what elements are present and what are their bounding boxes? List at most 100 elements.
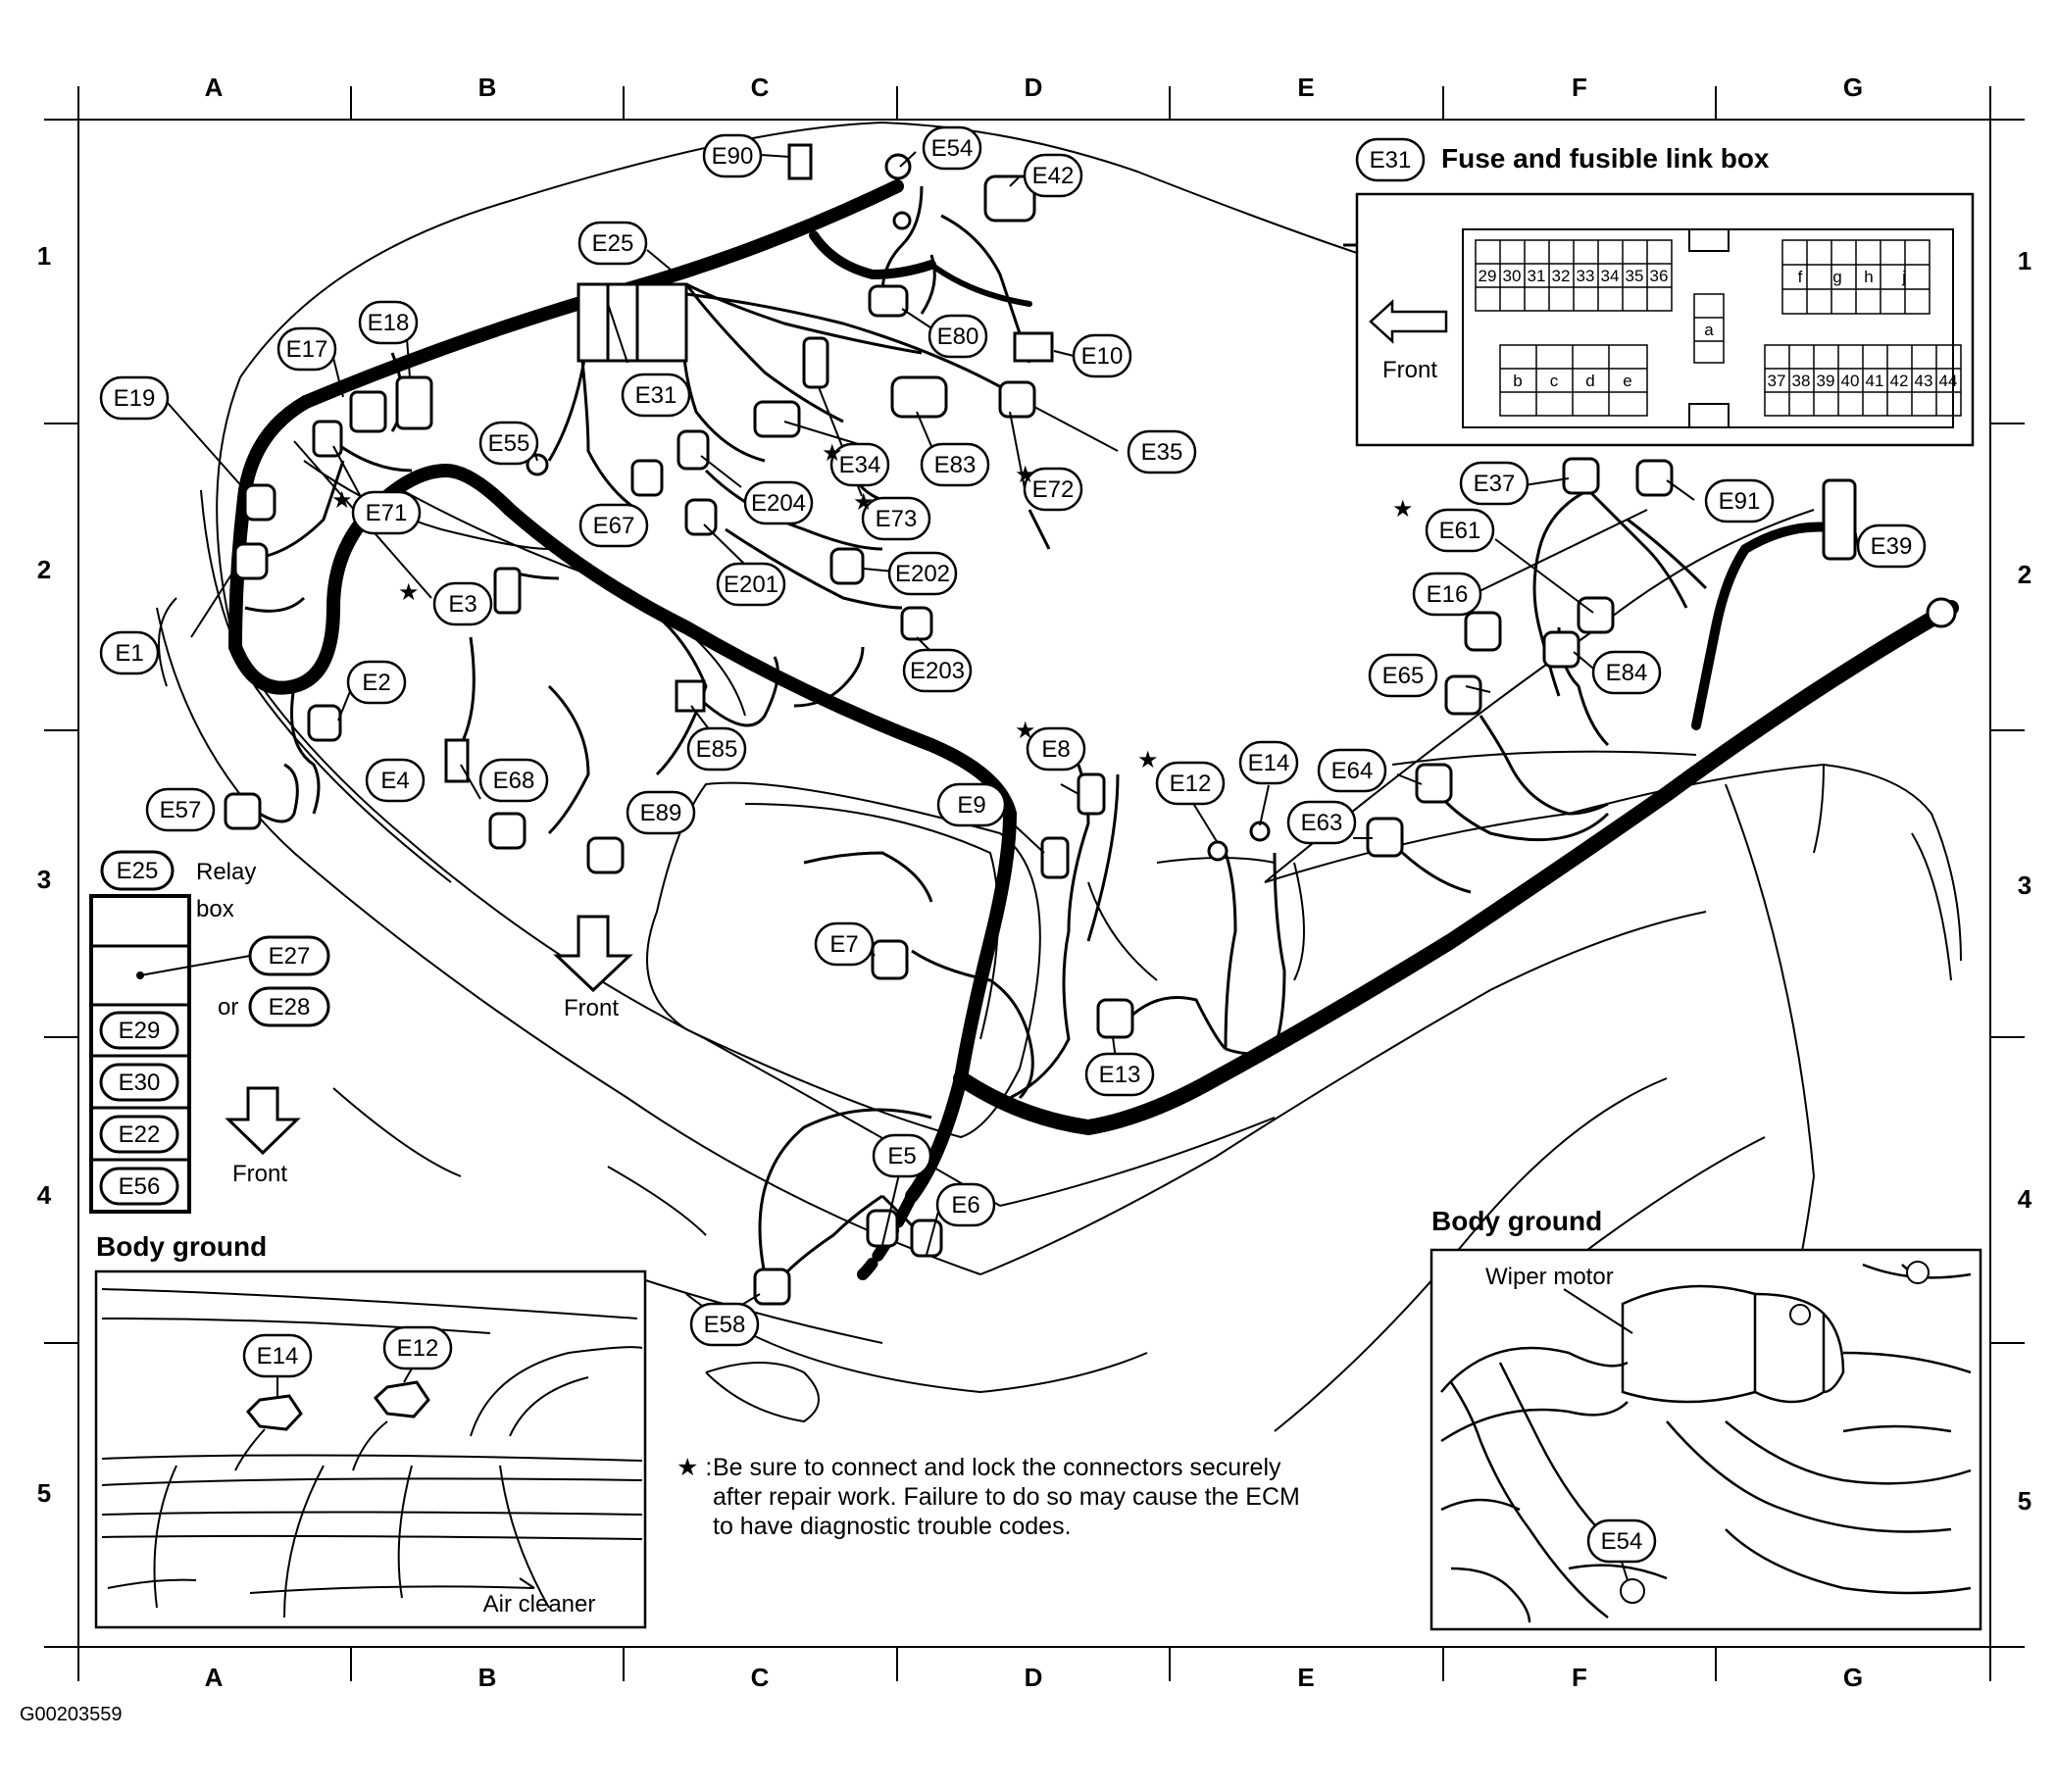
connector-e201-body [684,498,718,536]
relay-box-frame [89,894,191,1214]
connector-e89-body [586,836,625,874]
relay-alt-code-1: E27 [269,943,311,970]
connector-e35-body [998,380,1036,419]
connector-e8-body [1077,772,1106,816]
body-ground-left-e12: E12 [397,1335,439,1362]
column-label-d: D [1025,73,1043,102]
connector-e1-body [233,542,269,580]
connector-e13-body [1096,998,1134,1039]
relay-item-e29: E29 [119,1018,161,1044]
label-e5: E5 [887,1143,916,1170]
connector-e202-body [829,547,865,585]
fuse-36: 36 [1650,267,1669,285]
connector-e3-body [493,567,522,615]
connector-e7-body [871,939,909,980]
column-label-c-bottom: C [751,1663,770,1692]
label-e12: E12 [1170,771,1212,797]
connector-e204-body [677,429,710,471]
label-e203: E203 [910,658,965,684]
label-e25: E25 [592,230,634,257]
column-label-g-bottom: G [1843,1663,1863,1692]
connector-e63-body [1366,817,1404,858]
label-e35: E35 [1141,439,1183,466]
fuse-40: 40 [1841,372,1860,390]
label-e80: E80 [937,324,979,350]
connector-e67-body [630,459,664,497]
connector-e85-body [675,679,706,713]
grid-row-labels: 1 2 3 4 5 1 2 3 4 5 [37,241,2032,1516]
relay-alt-code-2: E28 [269,994,311,1020]
connector-e73-body [802,336,829,389]
star-e61: ★ [1392,496,1414,523]
label-e39: E39 [1871,533,1913,560]
fuse-37: 37 [1768,372,1786,390]
label-e3: E3 [448,591,476,618]
label-e202: E202 [895,561,950,587]
relay-item-e56: E56 [119,1173,161,1200]
body-ground-left-caption: Air cleaner [483,1591,596,1618]
asterisk-markers: ★ ★ ★ ★ ★ ★ ★ ★ [331,440,1414,773]
column-label-e: E [1297,73,1314,102]
star-e3: ★ [398,579,420,606]
note-block: ★ : Be sure to connect and lock the conn… [677,1454,1300,1540]
row-label-2: 2 [37,555,51,584]
connector-e83-body [890,375,948,419]
label-e64: E64 [1331,758,1374,784]
body-ground-left-e14: E14 [257,1343,299,1369]
fuse-a: a [1704,321,1714,339]
row-label-2-right: 2 [2018,560,2031,589]
label-e58: E58 [704,1312,746,1338]
label-e67: E67 [593,513,635,539]
label-e37: E37 [1474,471,1516,497]
connector-e90-body [787,143,813,180]
connector-e6-body [910,1219,943,1258]
connector-e39-body [1822,478,1857,561]
label-e71: E71 [366,500,408,526]
callout-labels: E90 E54 E42 E25 E80 E10 E18 E17 E19 E31 … [114,135,1913,1338]
fuse-e: e [1623,372,1631,390]
fuse-box-front-label: Front [1382,357,1437,383]
label-e72: E72 [1032,476,1075,503]
body-ground-right-inset: Body ground Wiper motor E54 [1429,1206,1982,1631]
label-e18: E18 [368,310,410,336]
label-e85: E85 [696,736,738,763]
body-ground-right-title: Body ground [1431,1206,1602,1236]
relay-item-e22: E22 [119,1121,161,1148]
column-label-a: A [205,73,224,102]
label-e34: E34 [839,452,881,478]
connector-e68-body [488,812,527,850]
relay-or-text: or [218,994,238,1020]
label-e83: E83 [934,452,977,478]
label-e90: E90 [712,143,754,170]
connector-e12-ring [1207,840,1229,862]
connector-ring-terminal [892,211,912,230]
label-e31: E31 [635,382,677,409]
relay-item-e30: E30 [119,1070,161,1096]
connector-e19-body [243,483,276,522]
fuse-box-front-arrow-icon [1369,299,1448,344]
fuse-29: 29 [1479,267,1497,285]
connector-e65-body [1444,674,1482,716]
connector-e9-body [1040,836,1070,879]
relay-box-code: E25 [117,858,159,884]
row-label-5: 5 [37,1478,51,1508]
row-label-3: 3 [37,865,51,894]
relay-box-label-line2: box [196,896,234,922]
row-label-1: 1 [37,241,51,271]
connector-e80-body [868,284,909,318]
connector-e17-body [349,390,387,433]
connector-e58-body [753,1268,791,1306]
body-ground-left-title: Body ground [96,1231,267,1262]
label-e42: E42 [1032,163,1075,189]
label-e8: E8 [1041,736,1070,763]
grid-column-labels: A B C D E F G A B C D E F G [205,73,1864,1692]
callout-leaders [166,151,1859,1310]
body-ground-right-frame [1429,1248,1982,1631]
fuse-j: j [1901,268,1906,286]
column-label-c: C [751,73,770,102]
star-e71: ★ [331,487,353,514]
label-e14: E14 [1248,750,1290,776]
connector-e91-body [1635,459,1674,497]
